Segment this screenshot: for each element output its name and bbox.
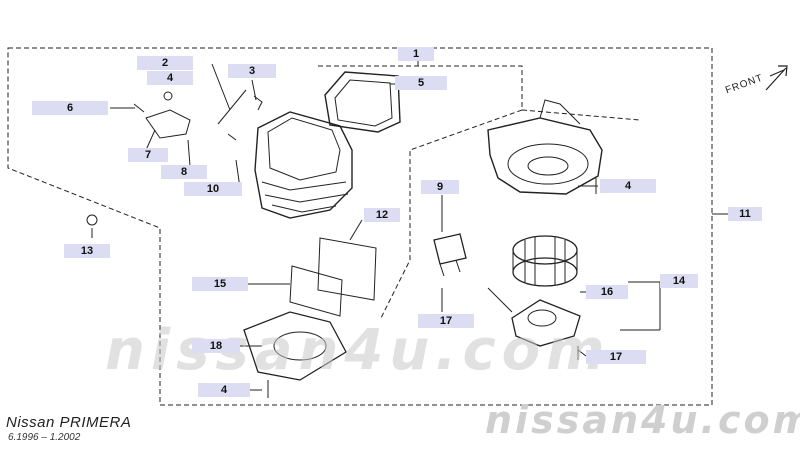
watermark-corner: nissan4u.com [485,398,800,442]
part-18-gasket [243,311,347,381]
part-16-fan [512,235,578,265]
callout-18: 18 [192,339,240,353]
assembly-outline [7,47,713,406]
callout-5: 5 [395,76,447,90]
part-9-resistor [433,233,467,265]
callout-7: 7 [128,148,168,162]
callout-6: 6 [32,101,108,115]
callout-4-c: 4 [198,383,250,397]
watermark-center: nissan4u.com [105,318,611,383]
part-6-lever [145,109,191,139]
callout-3: 3 [228,64,276,78]
model-name: Nissan PRIMERA [6,414,132,431]
callout-14: 14 [660,274,698,288]
part-15-seal [289,265,343,317]
callout-1: 1 [398,47,434,61]
callout-9: 9 [421,180,459,194]
callout-17-a: 17 [418,314,474,328]
callout-10: 10 [184,182,242,196]
callout-8: 8 [161,165,207,179]
callout-17-b: 17 [586,350,646,364]
front-arrow-icon [765,65,788,91]
model-years: 6.1996 – 1.2002 [8,432,81,443]
callout-12: 12 [364,208,400,222]
callout-15: 15 [192,277,248,291]
part-11-blower-case [487,117,603,195]
part-2-rod [217,89,247,125]
callout-13: 13 [64,244,110,258]
part-12-seal [317,237,377,301]
part-5-filter [324,71,401,133]
callout-11: 11 [728,207,762,221]
callout-2: 2 [137,56,193,70]
callout-4-a: 4 [147,71,193,85]
part-1-intake-housing [254,111,353,219]
part-14-motor [511,299,581,347]
callout-4-b: 4 [600,179,656,193]
callout-16: 16 [586,285,628,299]
group-outline [318,65,523,321]
